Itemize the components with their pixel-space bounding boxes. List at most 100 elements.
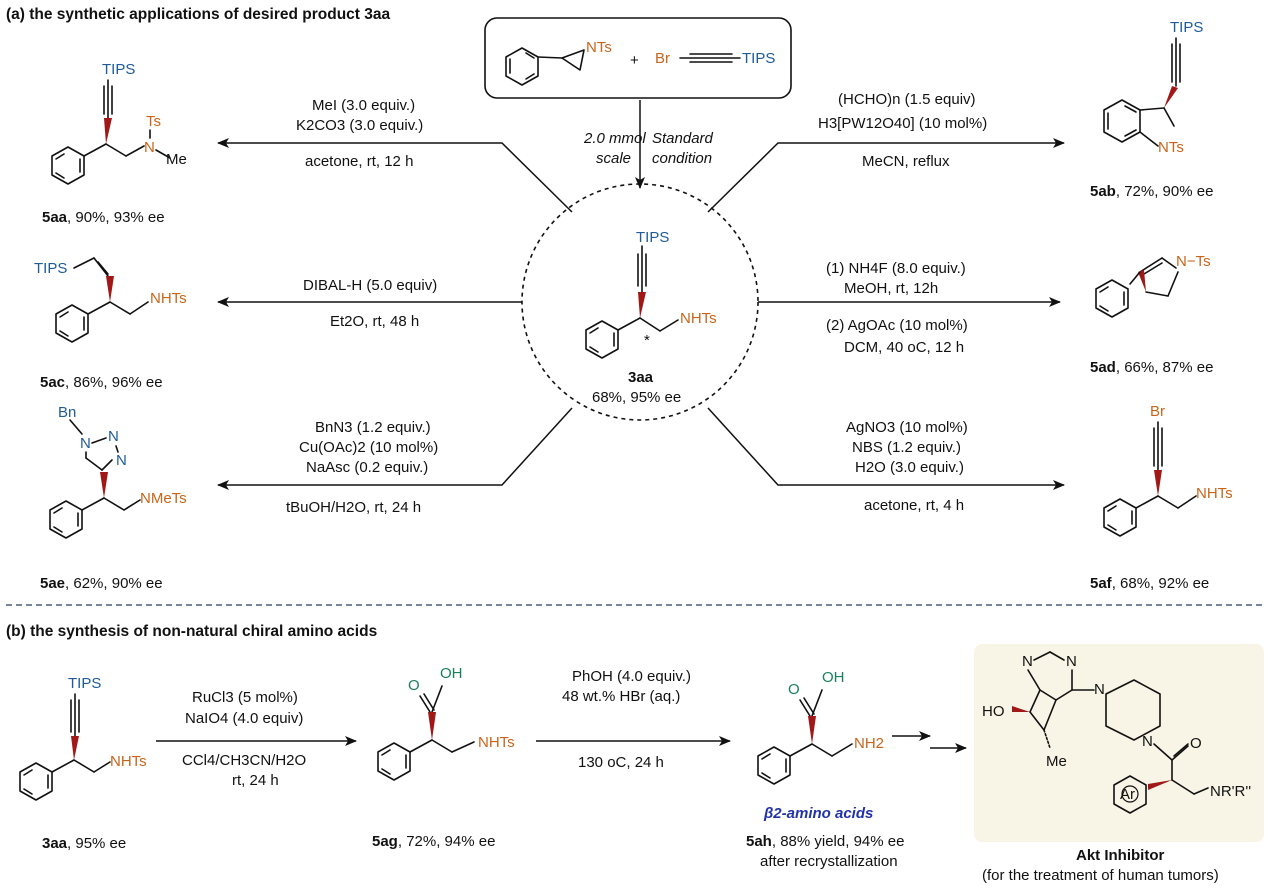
5ag-o: O	[408, 677, 420, 694]
5ae-bn: Bn	[58, 404, 76, 421]
step1-cond-2: NaIO4 (4.0 equiv)	[185, 710, 303, 727]
5ac-tips: TIPS	[34, 260, 67, 277]
5aa-ts: Ts	[146, 113, 161, 130]
step1-cond-1: RuCl3 (5 mol%)	[192, 689, 298, 706]
molecule-5ah: O OH NH2	[757, 669, 884, 785]
akt-title: Akt Inhibitor	[1076, 847, 1164, 864]
molecule-3aa-b: TIPS NHTs	[19, 675, 147, 801]
5ag-nhts: NHTs	[478, 734, 515, 751]
condition-scale-1: 2.0 mmol	[583, 130, 646, 147]
cond-5af-1: AgNO3 (10 mol%)	[846, 419, 968, 436]
arrow-to-5af	[707, 407, 1065, 490]
molecule-5af: Br NHTs	[1103, 403, 1233, 537]
cond-5ac-2: Et2O, rt, 48 h	[330, 313, 419, 330]
5aa-me: Me	[166, 151, 187, 168]
5ae-n3: N	[116, 452, 127, 469]
5ad-label: 5ad, 66%, 87% ee	[1090, 359, 1213, 376]
b-3aa-label: 3aa, 95% ee	[42, 835, 126, 852]
cond-5ad-4: DCM, 40 oC, 12 h	[844, 339, 964, 356]
5ag-oh: OH	[440, 665, 463, 682]
section-b-heading: (b) the synthesis of non-natural chiral …	[6, 623, 377, 640]
condition-standard-2: condition	[652, 150, 712, 167]
5ab-nts: NTs	[1158, 139, 1184, 156]
starting-materials: NTs + Br TIPS	[484, 17, 792, 99]
step2-cond-2: 48 wt.% HBr (aq.)	[562, 688, 680, 705]
step2-cond-3: 130 oC, 24 h	[578, 754, 664, 771]
5aa-label: 5aa, 90%, 93% ee	[42, 209, 165, 226]
cond-5ac-1: DIBAL-H (5.0 equiv)	[303, 277, 437, 294]
5ac-label: 5ac, 86%, 96% ee	[40, 374, 163, 391]
condition-scale-2: scale	[596, 150, 631, 167]
center-nhts: NHTs	[680, 310, 717, 327]
center-name: 3aa	[628, 369, 654, 386]
5af-label: 5af, 68%, 92% ee	[1090, 575, 1209, 592]
cond-5ae-4: tBuOH/H2O, rt, 24 h	[286, 499, 421, 516]
5ac-nhts: NHTs	[150, 290, 187, 307]
molecule-5ad: N−Ts	[1095, 253, 1211, 318]
b-3aa-nhts: NHTs	[110, 753, 147, 770]
step2-cond-1: PhOH (4.0 equiv.)	[572, 668, 691, 685]
cond-5ad-2: MeOH, rt, 12h	[844, 280, 938, 297]
molecule-3aa: TIPS NHTs *	[585, 229, 717, 359]
bromo-label: Br	[655, 50, 670, 67]
5ae-nmets: NMeTs	[140, 490, 187, 507]
5ae-label: 5ae, 62%, 90% ee	[40, 575, 163, 592]
cond-5ad-3: (2) AgOAc (10 mol%)	[826, 317, 968, 334]
5ah-o: O	[788, 681, 800, 698]
molecule-5aa: TIPS N Ts Me	[51, 61, 187, 185]
5af-nhts: NHTs	[1196, 485, 1233, 502]
5ab-label: 5ab, 72%, 90% ee	[1090, 183, 1213, 200]
5ah-oh: OH	[822, 669, 845, 686]
aziridine-nts-label: NTs	[586, 39, 612, 56]
akt-n4: N	[1142, 733, 1153, 750]
cond-5af-4: acetone, rt, 4 h	[864, 497, 964, 514]
molecule-5ae: Bn N N N NMeTs	[49, 404, 187, 539]
5ah-nh2: NH2	[854, 735, 884, 752]
5af-br: Br	[1150, 403, 1165, 420]
5aa-tips: TIPS	[102, 61, 135, 78]
5ae-n1: N	[80, 435, 91, 452]
5ah-note: after recrystallization	[760, 853, 898, 870]
arrow-to-5ab	[707, 138, 1065, 213]
step1-cond-4: rt, 24 h	[232, 772, 279, 789]
akt-panel	[974, 644, 1264, 842]
cond-5ab-3: MeCN, reflux	[862, 153, 950, 170]
molecule-5ab: TIPS NTs	[1103, 19, 1203, 156]
cond-5ae-3: NaAsc (0.2 equiv.)	[306, 459, 428, 476]
molecule-5ac: TIPS NHTs	[34, 257, 187, 343]
5ad-nts: N−Ts	[1176, 253, 1211, 270]
cond-5ab-2: H3[PW12O40] (10 mol%)	[818, 115, 987, 132]
cond-5ae-2: Cu(OAc)2 (10 mol%)	[299, 439, 438, 456]
center-yield: 68%, 95% ee	[592, 389, 681, 406]
section-a-heading: (a) the synthetic applications of desire…	[6, 6, 391, 23]
cond-5ab-1: (HCHO)n (1.5 equiv)	[838, 91, 976, 108]
akt-nrr: NR'R''	[1210, 783, 1251, 800]
cond-5ae-1: BnN3 (1.2 equiv.)	[315, 419, 431, 436]
arrow-to-5aa	[217, 138, 573, 213]
5aa-n: N	[144, 139, 155, 156]
cond-5aa-2: K2CO3 (3.0 equiv.)	[296, 117, 423, 134]
5ag-label: 5ag, 72%, 94% ee	[372, 833, 495, 850]
cond-5ad-1: (1) NH4F (8.0 equiv.)	[826, 260, 966, 277]
cond-5aa-1: MeI (3.0 equiv.)	[312, 97, 415, 114]
cond-5af-2: NBS (1.2 equiv.)	[852, 439, 961, 456]
cond-5af-3: H2O (3.0 equiv.)	[855, 459, 964, 476]
b-3aa-tips: TIPS	[68, 675, 101, 692]
akt-n2: N	[1066, 653, 1077, 670]
akt-subtitle: (for the treatment of human tumors)	[982, 867, 1219, 884]
akt-n3: N	[1094, 681, 1105, 698]
condition-standard-1: Standard	[652, 130, 714, 147]
center-tips: TIPS	[636, 229, 669, 246]
plus-sign: +	[630, 52, 639, 69]
step1-cond-3: CCl4/CH3CN/H2O	[182, 752, 306, 769]
akt-o: O	[1190, 735, 1202, 752]
akt-me: Me	[1046, 753, 1067, 770]
akt-n1: N	[1022, 653, 1033, 670]
5ab-tips: TIPS	[1170, 19, 1203, 36]
akt-ho: HO	[982, 703, 1005, 720]
cond-5aa-3: acetone, rt, 12 h	[305, 153, 413, 170]
alkyne-tips-label: TIPS	[742, 50, 775, 67]
5ah-label: 5ah, 88% yield, 94% ee	[746, 833, 904, 850]
molecule-akt-inhibitor: N N HO Me N N O NR'R'' Ar	[982, 651, 1251, 814]
